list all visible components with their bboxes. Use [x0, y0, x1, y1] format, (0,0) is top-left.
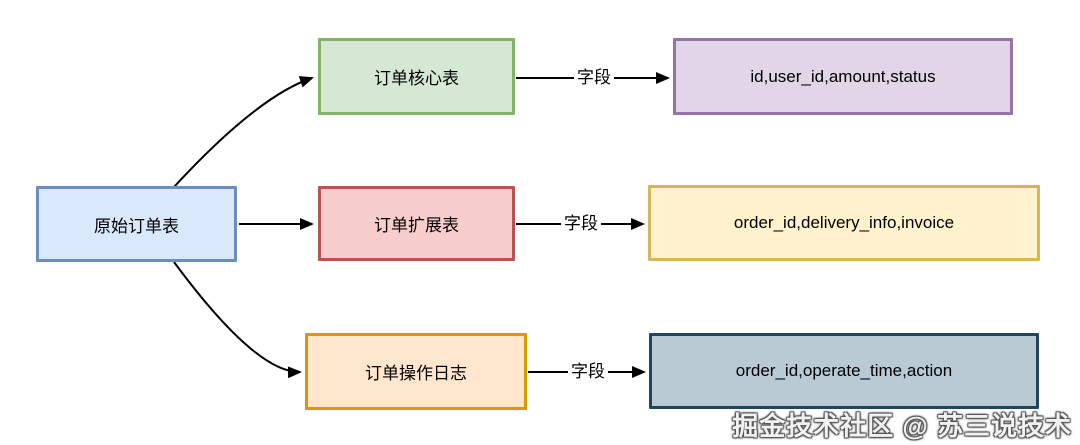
node-order-core-table-label: 订单核心表 — [374, 69, 459, 88]
node-order-operation-log-label: 订单操作日志 — [365, 364, 467, 383]
fields-box-order-extension-text: order_id,delivery_info,invoice — [733, 213, 955, 232]
fields-box-order-log-text: order_id,operate_time,action — [735, 361, 953, 380]
arrow-source-to-core — [173, 76, 314, 188]
node-order-extension-table-label: 订单扩展表 — [374, 216, 459, 235]
edge-label-fields-core: 字段 — [574, 67, 614, 89]
node-order-core-table: 订单核心表 — [318, 38, 515, 115]
fields-box-order-extension: order_id,delivery_info,invoice — [648, 185, 1040, 261]
fields-box-order-log: order_id,operate_time,action — [649, 333, 1039, 409]
fields-box-order-core-text: id,user_id,amount,status — [750, 66, 936, 86]
watermark-text: 掘金技术社区 @ 苏三说技术 — [732, 411, 1072, 441]
arrow-source-to-log — [173, 261, 302, 379]
node-original-order-table-label: 原始订单表 — [94, 216, 179, 236]
node-order-extension-table: 订单扩展表 — [318, 186, 515, 261]
fields-box-order-core: id,user_id,amount,status — [673, 38, 1013, 115]
edge-label-fields-log: 字段 — [568, 361, 608, 383]
node-original-order-table: 原始订单表 — [36, 186, 237, 262]
node-order-operation-log: 订单操作日志 — [305, 333, 527, 410]
edge-label-fields-ext: 字段 — [561, 213, 601, 235]
